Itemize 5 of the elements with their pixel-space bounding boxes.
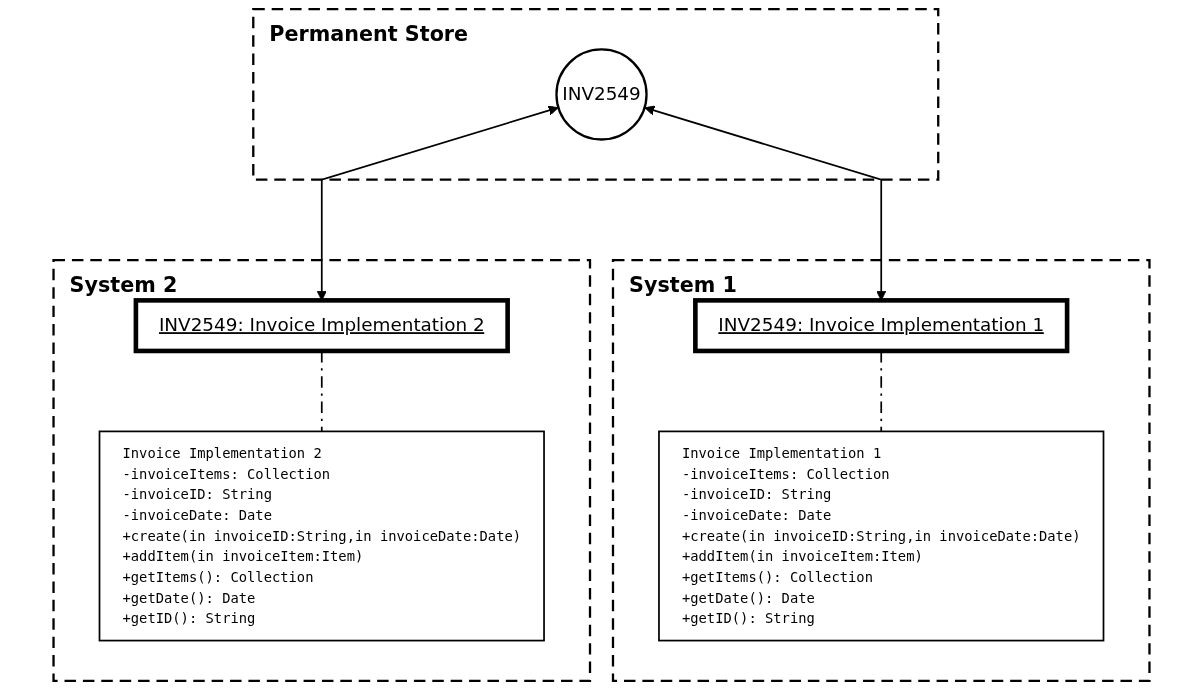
node-box: Invoice Implementation 2 -invoiceItems: Collection -invoiceID: String -invoiceDate: Date +create(in invoiceID:String,in invoiceDate:Date) +addItem(in invoiceItem:Item) +getItems(): Collection +getDate(): Date +getID(): String [98, 430, 545, 642]
node-box: Invoice Implementation 1 -invoiceItems: Collection -invoiceID: String -invoiceDate: Date +create(in invoiceID:String,in invoiceDate:Date) +addItem(in invoiceItem:Item) +getItems(): Collection +getDate(): Date +getID(): String [658, 430, 1105, 642]
node-circle: INV2549 [555, 48, 648, 141]
node-box: INV2549: Invoice Implementation 1 [693, 298, 1070, 354]
node-box: INV2549: Invoice Implementation 2 [133, 298, 510, 354]
